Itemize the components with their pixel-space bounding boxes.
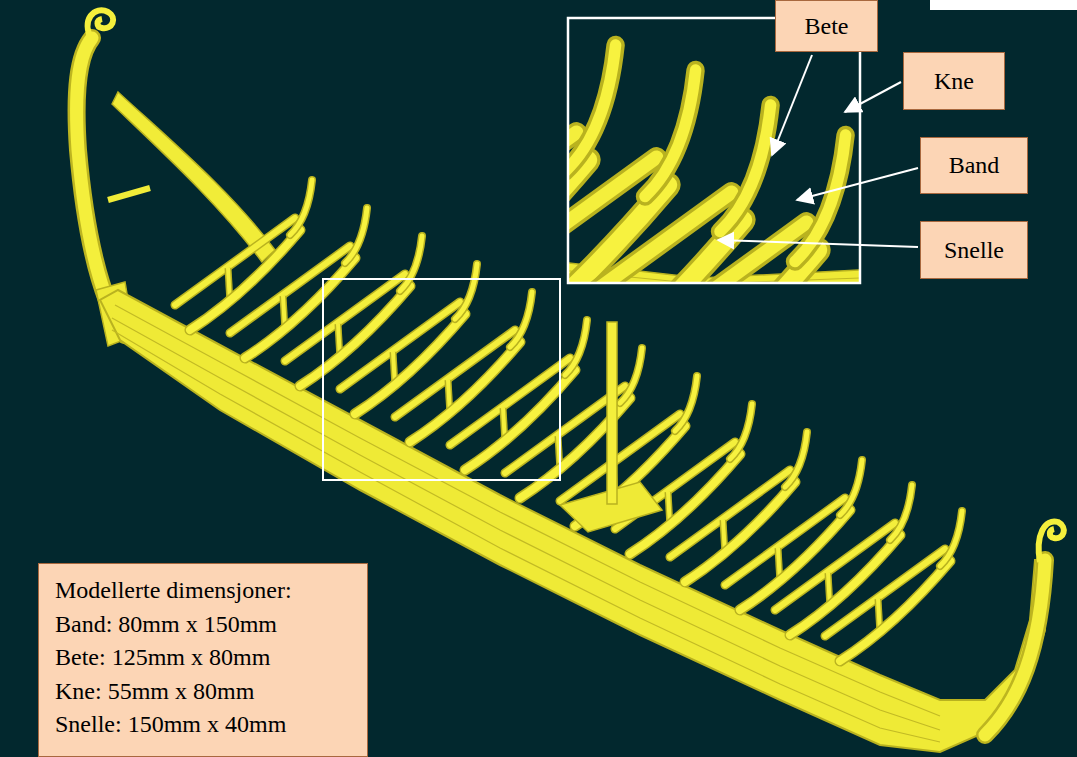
part-name: Band bbox=[949, 151, 1000, 180]
dimension-line: Kne: 55mm x 80mm bbox=[55, 675, 254, 709]
part-name: Snelle bbox=[944, 236, 1004, 265]
stern-stem bbox=[985, 521, 1064, 735]
zoom-frame bbox=[323, 279, 560, 480]
dimension-line: Snelle: 150mm x 40mm bbox=[55, 708, 286, 742]
part-name: Kne bbox=[934, 67, 974, 96]
part-label: Band bbox=[920, 137, 1028, 194]
inset bbox=[301, 18, 861, 480]
dimension-box: Modellerte dimensjoner:Band: 80mm x 150m… bbox=[38, 563, 368, 757]
mast bbox=[560, 322, 662, 532]
part-label: Kne bbox=[903, 52, 1005, 110]
leader-lines bbox=[718, 55, 918, 247]
part-label: Snelle bbox=[920, 221, 1028, 279]
part-name: Bete bbox=[805, 12, 849, 41]
plank bbox=[112, 92, 275, 262]
plank bbox=[108, 188, 150, 200]
part-label: Bete bbox=[775, 0, 878, 52]
white-strip bbox=[930, 0, 1077, 10]
dimension-line: Bete: 125mm x 80mm bbox=[55, 641, 270, 675]
box-heading: Modellerte dimensjoner: bbox=[55, 574, 292, 608]
dimension-line: Band: 80mm x 150mm bbox=[55, 608, 277, 642]
